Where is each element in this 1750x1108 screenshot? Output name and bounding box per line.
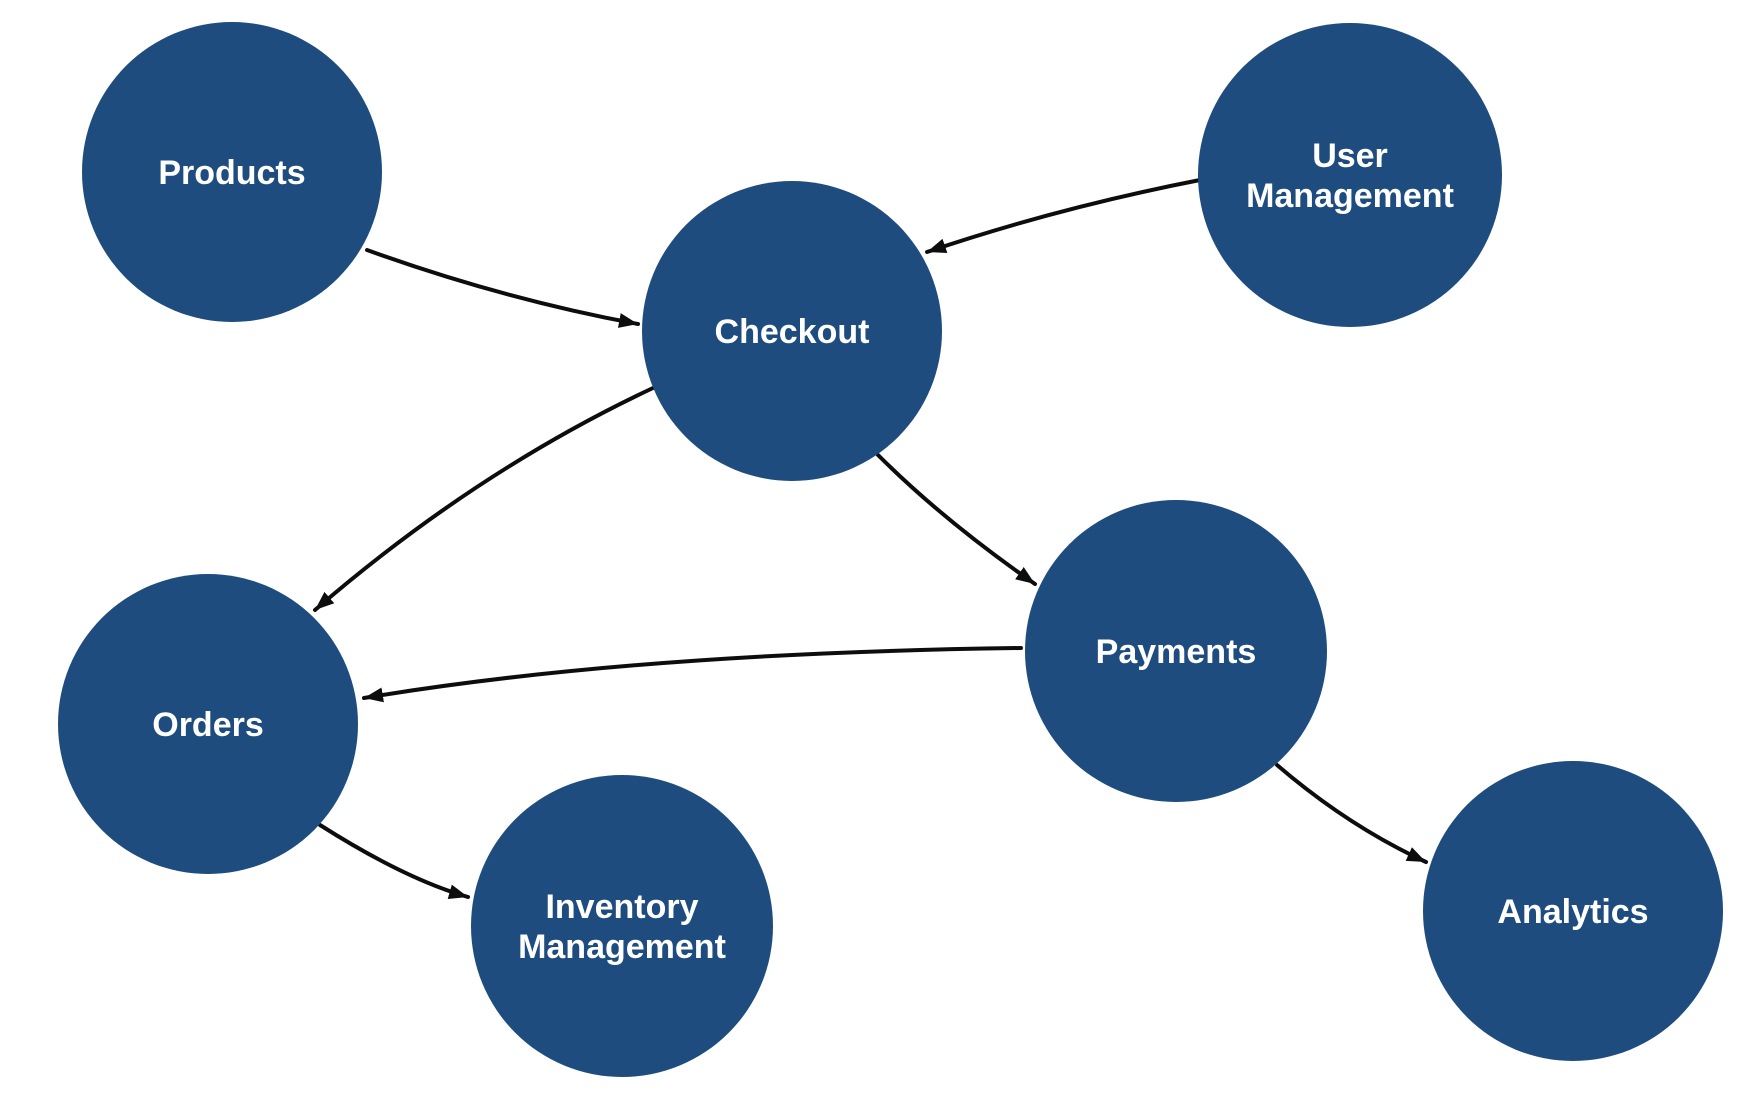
edge-checkout-to-orders [313, 386, 655, 612]
edge-products-to-checkout [365, 248, 640, 328]
node-user-management-circle[interactable] [1198, 23, 1502, 327]
node-products[interactable]: Products [82, 22, 382, 322]
edge-orders-to-inventory-management [318, 823, 470, 899]
node-payments[interactable]: Payments [1025, 500, 1327, 802]
node-orders-circle[interactable] [58, 574, 358, 874]
node-analytics[interactable]: Analytics [1423, 761, 1723, 1061]
node-payments-circle[interactable] [1025, 500, 1327, 802]
edge-payments-to-orders [362, 646, 1023, 703]
edge-checkout-to-payments [876, 453, 1037, 586]
edge-user-management-to-checkout [925, 178, 1202, 254]
node-checkout-circle[interactable] [642, 181, 942, 481]
node-checkout[interactable]: Checkout [642, 181, 942, 481]
node-products-circle[interactable] [82, 22, 382, 322]
node-inventory-management-circle[interactable] [471, 775, 773, 1077]
node-orders[interactable]: Orders [58, 574, 358, 874]
edge-payments-to-analytics [1275, 763, 1428, 864]
node-analytics-circle[interactable] [1423, 761, 1723, 1061]
